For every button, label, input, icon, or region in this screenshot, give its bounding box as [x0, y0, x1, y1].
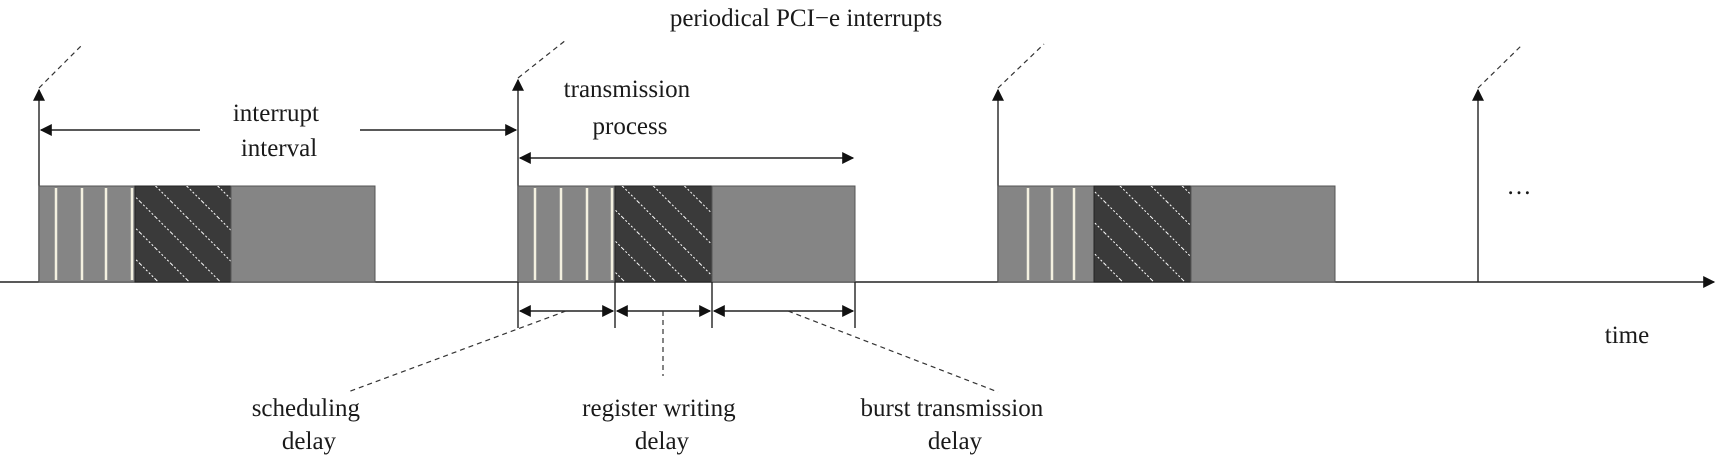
interrupt-marker: [1472, 43, 1524, 282]
transmission-block-group: [997, 185, 1336, 283]
scheduling-block: [997, 185, 1095, 283]
delay-extent-ticks: [517, 282, 856, 328]
burst-transmission-block: [1190, 185, 1336, 283]
scheduling-delay-leader: [347, 310, 567, 393]
burst-transmission-block: [230, 185, 376, 283]
hatch-overlay: [1094, 186, 1191, 282]
scheduling-delay-label: scheduling delay: [252, 395, 367, 455]
transmission-block-group: [38, 185, 376, 283]
transmission-block-group: [517, 185, 856, 283]
interrupt-interval-label: interrupt interval: [233, 100, 325, 162]
burst-transmission-delay-leader: [787, 310, 999, 393]
scheduling-block: [517, 185, 616, 283]
transmission-process-label: transmission process: [564, 76, 697, 140]
diagram-title: periodical PCI−e interrupts: [670, 5, 942, 32]
burst-transmission-delay-label: burst transmission delay: [861, 395, 1050, 455]
hatch-overlay: [135, 186, 231, 282]
time-label: time: [1605, 322, 1649, 349]
hatch-overlay: [615, 186, 712, 282]
register-writing-delay-label: register writing delay: [582, 395, 742, 455]
ellipsis: …: [1507, 173, 1532, 200]
scheduling-block: [38, 185, 136, 283]
burst-transmission-block: [711, 185, 856, 283]
